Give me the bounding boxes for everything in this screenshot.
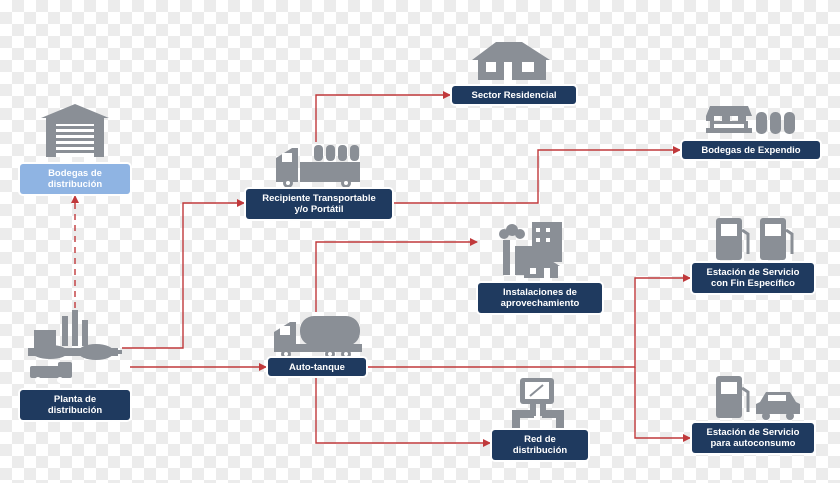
buildings-icon <box>499 222 562 278</box>
node-label-line2: aprovechamiento <box>500 298 580 309</box>
node-label-line1: Instalaciones de <box>503 287 577 298</box>
node-label-line1: Bodegas de Expendio <box>701 144 801 156</box>
node-label-line1: Bodegas de <box>48 168 102 179</box>
arrow-autotanque-to-red <box>315 378 491 447</box>
cylinder-truck-icon <box>276 145 360 188</box>
factory-plant-icon <box>28 310 122 383</box>
house-icon <box>472 42 550 80</box>
arrow-planta-to-recipiente <box>122 199 245 349</box>
pipeline-meter-icon <box>512 378 564 428</box>
node-label-line2: distribución <box>47 179 103 190</box>
node-label-line2: y/o Portátil <box>294 204 344 215</box>
node-label-line1: Planta de <box>53 394 97 405</box>
arrow-recipiente-to-residencial <box>315 91 451 142</box>
tanker-truck-icon <box>274 316 362 359</box>
node-label-line1: Red de <box>524 434 556 445</box>
connectors <box>71 91 691 447</box>
arrow-autotanque-to-instalaciones <box>315 238 478 312</box>
node-planta-distribucion: Planta de distribución <box>20 390 130 420</box>
fuel-pump-car-icon <box>716 376 800 420</box>
node-bodegas-distribucion: Bodegas de distribución <box>20 164 130 194</box>
node-label-line1: Estación de Servicio <box>706 267 800 278</box>
node-label-line2: distribución <box>47 405 103 416</box>
market-stall-icon <box>706 106 795 134</box>
node-label-line2: con Fin Específico <box>711 278 795 289</box>
node-auto-tanque: Auto-tanque <box>268 358 366 376</box>
node-sector-residencial: Sector Residencial <box>452 86 576 104</box>
node-label-line1: Recipiente Transportable <box>262 193 376 204</box>
node-estacion-autoconsumo: Estación de Servicio para autoconsumo <box>692 423 814 453</box>
node-estacion-fin-especifico: Estación de Servicio con Fin Específico <box>692 263 814 293</box>
node-label-line2: para autoconsumo <box>710 438 796 449</box>
node-bodegas-expendio: Bodegas de Expendio <box>682 141 820 159</box>
fuel-pumps-icon <box>716 218 794 260</box>
node-label-line1: Auto-tanque <box>289 361 345 373</box>
node-instalaciones-aprovechamiento: Instalaciones de aprovechamiento <box>478 283 602 313</box>
node-red-distribucion: Red de distribución <box>492 430 588 460</box>
node-label-line1: Sector Residencial <box>471 89 557 101</box>
node-recipiente-transportable: Recipiente Transportable y/o Portátil <box>246 189 392 219</box>
node-label-line2: distribución <box>512 445 568 456</box>
arrow-recipiente-to-expendio <box>392 146 681 204</box>
node-label-line1: Estación de Servicio <box>706 427 800 438</box>
warehouse-icon <box>41 104 109 157</box>
arrow-autotanque-to-estacion-auto <box>634 367 691 442</box>
arrow-autotanque-to-estacion-fin <box>366 274 691 368</box>
